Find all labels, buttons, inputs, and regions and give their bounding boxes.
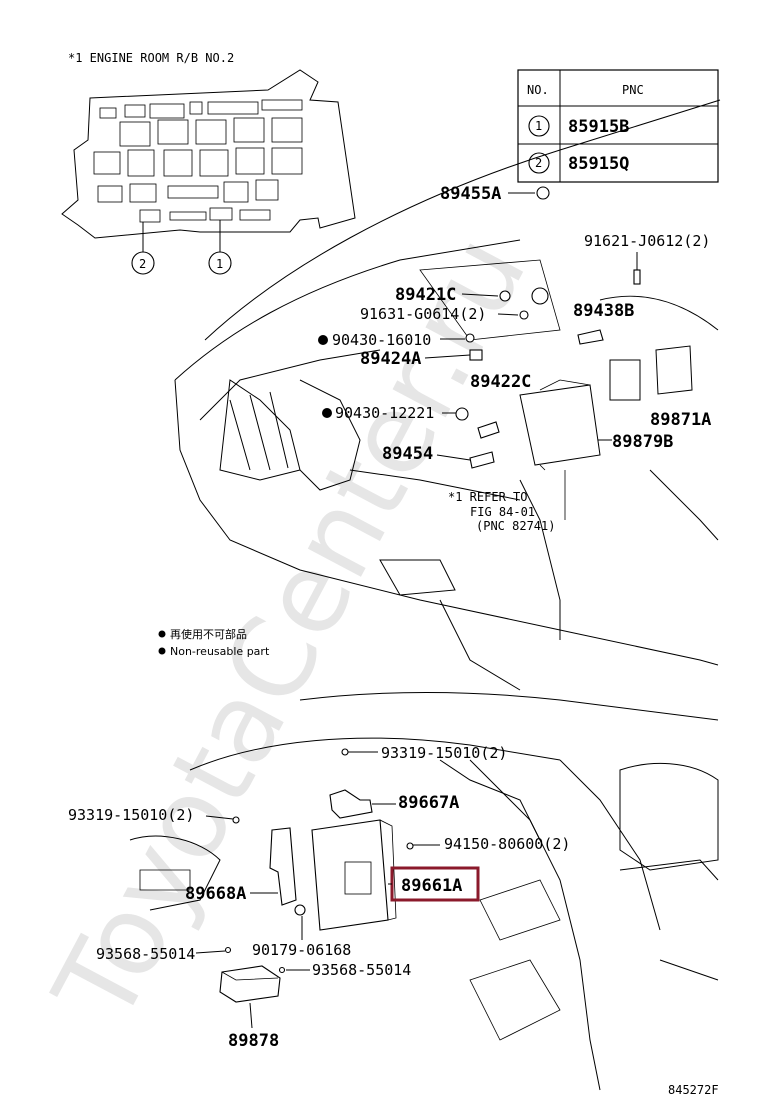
bolt-icon bbox=[278, 966, 286, 974]
inset-title: *1 ENGINE ROOM R/B NO.2 bbox=[68, 51, 234, 65]
label-89454: 89454 bbox=[382, 444, 433, 464]
label-90430-12221: 90430-12221 bbox=[335, 404, 434, 422]
relay-block-inset: *1 ENGINE ROOM R/B NO.2 2 1 bbox=[61, 51, 356, 275]
table-row-no: 1 bbox=[535, 119, 542, 133]
label-89879B: 89879B bbox=[612, 432, 673, 452]
bolt-icon bbox=[406, 842, 414, 850]
gasket-icon bbox=[455, 407, 469, 421]
non-reusable-marker bbox=[158, 647, 166, 655]
bolt-icon bbox=[232, 816, 240, 824]
table-header-pnc: PNC bbox=[622, 83, 644, 97]
label-93319-15010-top: 93319-15010(2) bbox=[381, 744, 507, 762]
legend-en: Non-reusable part bbox=[170, 645, 270, 658]
inset-callout-2: 2 bbox=[139, 257, 146, 271]
label-91631-G0614: 91631-G0614(2) bbox=[360, 305, 486, 323]
refer-note-line2: FIG 84-01 bbox=[470, 505, 535, 519]
label-89661A: 89661A bbox=[401, 876, 462, 896]
label-93319-15010-left: 93319-15010(2) bbox=[68, 806, 194, 824]
bolt-icon bbox=[633, 269, 641, 285]
label-93568-55014-left: 93568-55014 bbox=[96, 945, 195, 963]
refer-note-line3: (PNC 82741) bbox=[476, 519, 555, 533]
label-89667A: 89667A bbox=[398, 793, 459, 813]
module-89878 bbox=[219, 965, 281, 1003]
grommet-icon bbox=[531, 287, 549, 305]
label-89438B: 89438B bbox=[573, 301, 634, 321]
label-89422C: 89422C bbox=[470, 372, 531, 392]
label-89878: 89878 bbox=[228, 1031, 279, 1051]
table-row-pnc: 85915B bbox=[568, 117, 629, 137]
cabin-drawing bbox=[129, 692, 719, 1091]
label-90179-06168: 90179-06168 bbox=[252, 941, 351, 959]
sensor-icon bbox=[469, 451, 495, 469]
label-89871A: 89871A bbox=[650, 410, 711, 430]
nut-icon bbox=[294, 904, 306, 916]
sensor-icon bbox=[577, 329, 604, 345]
legend-jp: 再使用不可部品 bbox=[170, 627, 247, 641]
bolt-icon bbox=[341, 748, 349, 756]
label-89668A: 89668A bbox=[185, 884, 246, 904]
sensor-icon bbox=[477, 421, 500, 439]
sensor-icon bbox=[469, 349, 483, 361]
table-header-no: NO. bbox=[527, 83, 549, 97]
label-90430-16010: 90430-16010 bbox=[332, 331, 431, 349]
clip-icon bbox=[499, 290, 511, 302]
table-row-no: 2 bbox=[535, 156, 542, 170]
table-row-pnc: 85915Q bbox=[568, 154, 629, 174]
label-94150-80600: 94150-80600(2) bbox=[444, 835, 570, 853]
bracket-89668A bbox=[269, 827, 297, 906]
ecu-89661A bbox=[311, 819, 389, 931]
inset-callout-1: 1 bbox=[216, 257, 223, 271]
bolt-icon bbox=[536, 186, 550, 200]
engine-labels: 89455A 91621-J0612(2) 89421C 91631-G0614… bbox=[318, 184, 711, 533]
table-row: 1 85915B bbox=[528, 115, 629, 137]
legend: 再使用不可部品 Non-reusable part bbox=[158, 627, 270, 658]
clip-icon bbox=[465, 333, 475, 343]
bolt-icon bbox=[519, 310, 529, 320]
table-row: 2 85915Q bbox=[528, 152, 629, 174]
label-93568-55014-right: 93568-55014 bbox=[312, 961, 411, 979]
label-91621-J0612: 91621-J0612(2) bbox=[584, 232, 710, 250]
ecu-assembly bbox=[219, 748, 414, 1003]
label-89455A: 89455A bbox=[440, 184, 501, 204]
label-89421C: 89421C bbox=[395, 285, 456, 305]
non-reusable-marker bbox=[158, 630, 166, 638]
engine-bay-drawing bbox=[174, 99, 721, 691]
bracket-89667A bbox=[329, 789, 373, 819]
non-reusable-marker bbox=[322, 408, 332, 418]
bolt-icon bbox=[224, 946, 232, 954]
label-89424A: 89424A bbox=[360, 349, 421, 369]
non-reusable-marker bbox=[318, 335, 328, 345]
cabin-labels: 93319-15010(2) 89667A 93319-15010(2) 941… bbox=[68, 744, 570, 1051]
engine-fasteners bbox=[455, 186, 641, 469]
figure-code: 845272F bbox=[668, 1083, 719, 1097]
pnc-table: NO. PNC 1 85915B 2 85915Q bbox=[517, 69, 719, 183]
refer-note-line1: *1 REFER TO bbox=[448, 490, 527, 504]
